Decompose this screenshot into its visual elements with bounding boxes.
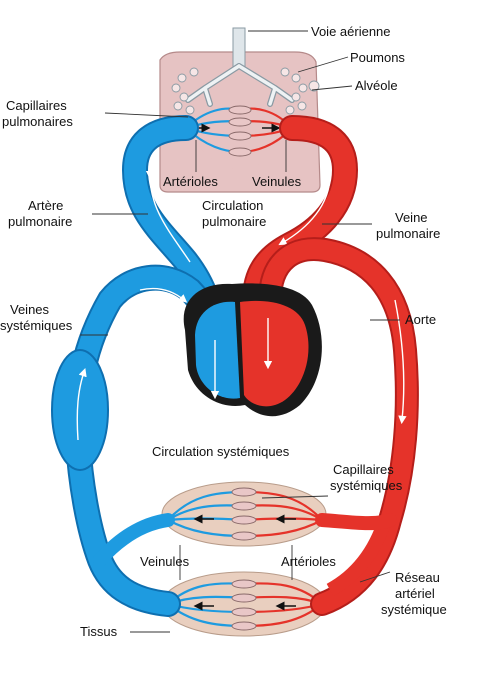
label-circulation-pulmonaire-1: Circulation xyxy=(202,198,263,213)
alveoli xyxy=(171,67,320,115)
label-veines-systemiques-1: Veines xyxy=(10,302,50,317)
label-arterioles-top: Artérioles xyxy=(163,174,218,189)
label-voie-aerienne: Voie aérienne xyxy=(311,24,391,39)
label-arterioles-bottom: Artérioles xyxy=(281,554,336,569)
pulmonary-vein xyxy=(242,115,359,313)
systemic-capillary-bed-upper xyxy=(161,481,327,547)
label-capillaires-systemiques-2: systémiques xyxy=(330,478,403,493)
label-artere-pulmonaire-2: pulmonaire xyxy=(8,214,72,229)
labels: Voie aérienne Poumons Alvéole Capillaire… xyxy=(0,24,447,639)
systemic-veins xyxy=(51,264,225,617)
label-veinules-bottom: Veinules xyxy=(140,554,190,569)
heart xyxy=(183,283,322,417)
label-alveole: Alvéole xyxy=(355,78,398,93)
aorta xyxy=(258,237,419,616)
label-artere-pulmonaire-1: Artère xyxy=(28,198,63,213)
label-veine-pulmonaire-1: Veine xyxy=(395,210,428,225)
label-capillaires-systemiques-1: Capillaires xyxy=(333,462,394,477)
label-veines-systemiques-2: systémiques xyxy=(0,318,73,333)
label-capillaires-pulmonaires-2: pulmonaires xyxy=(2,114,73,129)
label-capillaires-pulmonaires-1: Capillaires xyxy=(6,98,67,113)
leader-lines xyxy=(80,30,400,633)
label-poumons: Poumons xyxy=(350,50,405,65)
label-veine-pulmonaire-2: pulmonaire xyxy=(376,226,440,241)
label-veinules-top: Veinules xyxy=(252,174,302,189)
label-aorte: Aorte xyxy=(405,312,436,327)
label-reseau-3: systémique xyxy=(381,602,447,617)
label-circulation-pulmonaire-2: pulmonaire xyxy=(202,214,266,229)
systemic-capillary-bed-lower xyxy=(161,571,327,637)
airway xyxy=(185,27,295,107)
label-tissus: Tissus xyxy=(80,624,118,639)
label-circulation-systemiques: Circulation systémiques xyxy=(152,444,290,459)
label-reseau-2: artériel xyxy=(395,586,435,601)
label-reseau-1: Réseau xyxy=(395,570,440,585)
